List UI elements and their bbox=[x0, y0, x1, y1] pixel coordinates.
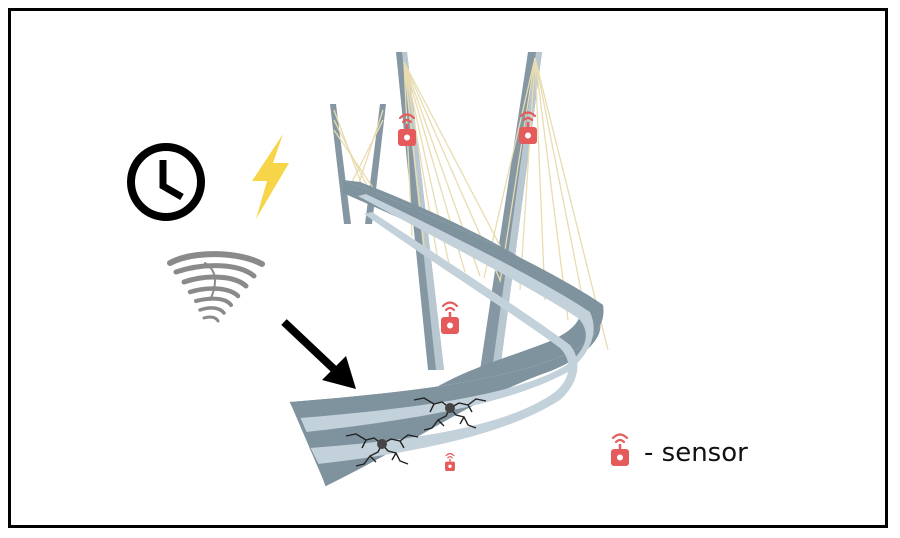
legend-label: - sensor bbox=[644, 438, 748, 468]
lightning-icon bbox=[252, 134, 289, 219]
legend-sensor-icon bbox=[609, 433, 631, 468]
clock-icon bbox=[127, 143, 205, 221]
arrow-icon bbox=[281, 319, 356, 389]
tornado-icon bbox=[167, 251, 265, 323]
bridge-pylons bbox=[330, 52, 542, 370]
bridge-deck bbox=[289, 180, 604, 487]
